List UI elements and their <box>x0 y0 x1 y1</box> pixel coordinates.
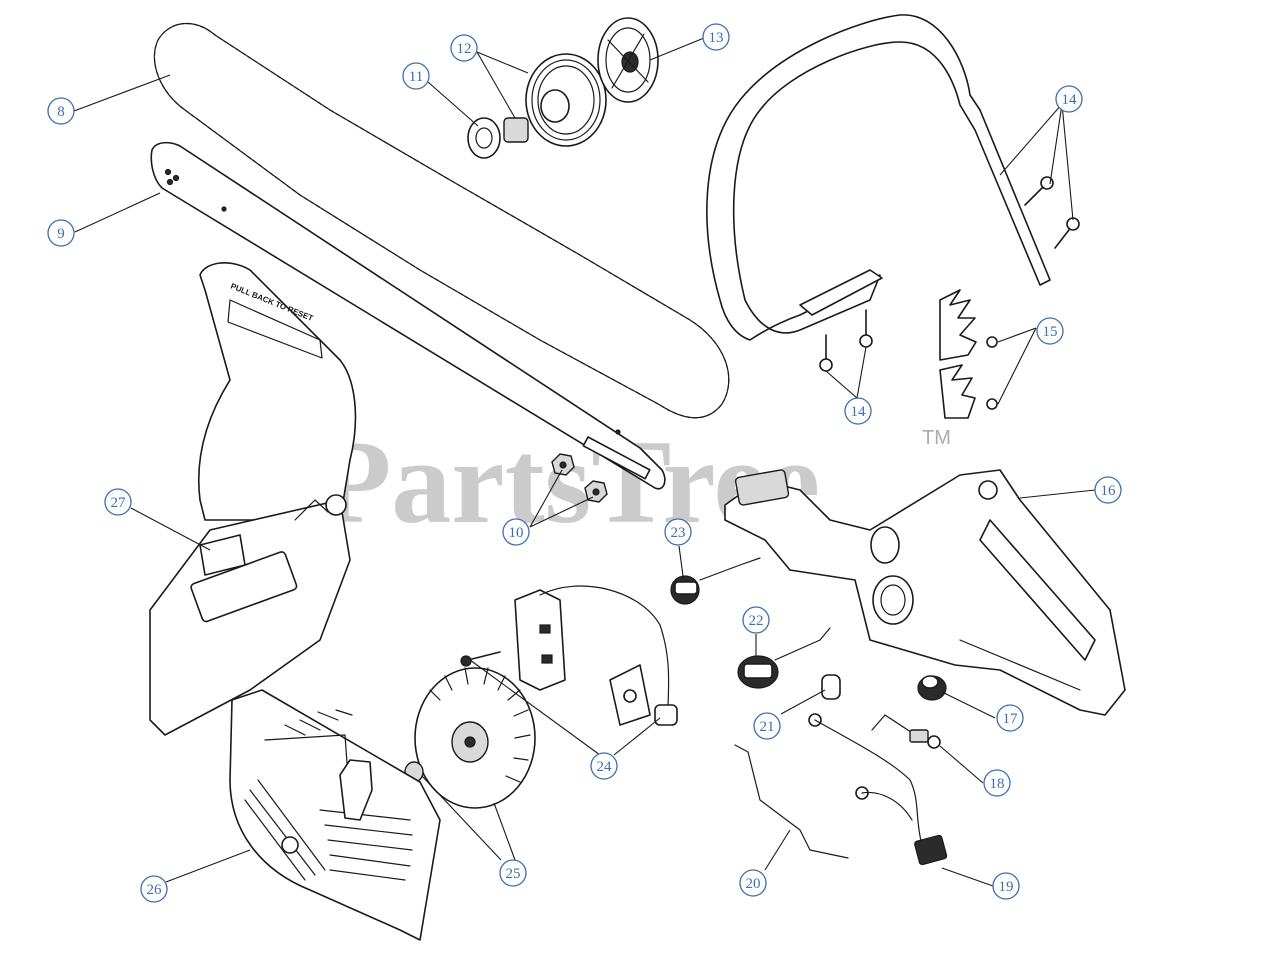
callout-label: 9 <box>57 226 65 242</box>
saw-chain <box>153 22 730 419</box>
callout-label: 23 <box>671 525 686 541</box>
watermark-trademark: TM <box>922 427 951 449</box>
callout-20: 20 <box>739 869 767 897</box>
callout-21: 21 <box>753 712 781 740</box>
callout-18: 18 <box>983 769 1011 797</box>
bumper-spike <box>939 289 998 419</box>
callout-13: 13 <box>702 23 730 51</box>
callout-label: 27 <box>111 495 127 511</box>
clutch <box>597 17 659 103</box>
bar-hole <box>615 429 621 435</box>
callout-label: 21 <box>760 719 775 735</box>
callout-label: 15 <box>1043 324 1058 340</box>
callout-19: 19 <box>992 872 1020 900</box>
callout-14-lower: 14 <box>844 397 872 425</box>
leader-lines <box>73 37 1096 887</box>
fuel-cap <box>737 627 831 689</box>
callout-label: 8 <box>57 104 65 120</box>
callout-label: 13 <box>709 30 724 46</box>
callout-25: 25 <box>499 859 527 887</box>
clutch-drum <box>503 53 607 147</box>
callout-label: 12 <box>457 41 472 57</box>
clutch-cover: PULL BACK TO RESET <box>149 262 357 736</box>
bar-slot <box>582 436 651 480</box>
ignition-module <box>460 585 678 726</box>
stop-switch-wire <box>871 714 941 749</box>
callout-16: 16 <box>1094 476 1122 504</box>
callout-8: 8 <box>47 97 75 125</box>
callout-label: 19 <box>999 879 1014 895</box>
callout-label: 20 <box>746 876 761 892</box>
callout-label: 22 <box>749 613 764 629</box>
callout-24: 24 <box>590 752 618 780</box>
bar-hole <box>166 178 174 186</box>
callout-10: 10 <box>502 518 530 546</box>
callout-label: 17 <box>1003 711 1019 727</box>
callout-label: 14 <box>851 404 867 420</box>
rear-handle-fuel-tank <box>724 469 1126 716</box>
clutch-washer <box>467 117 501 159</box>
callout-label: 11 <box>409 69 423 85</box>
callout-27: 27 <box>104 488 132 516</box>
callout-14-upper: 14 <box>1055 85 1083 113</box>
callout-26: 26 <box>140 875 168 903</box>
flywheel <box>404 667 536 809</box>
callout-12: 12 <box>450 34 478 62</box>
bar-nuts <box>551 453 608 503</box>
bar-hole <box>221 206 227 212</box>
starter-housing <box>229 689 441 941</box>
callout-11: 11 <box>402 62 430 90</box>
callout-label: 14 <box>1062 92 1078 108</box>
callout-label: 16 <box>1101 483 1117 499</box>
throttle-rod <box>734 744 849 859</box>
callout-label: 10 <box>509 525 524 541</box>
callout-15: 15 <box>1036 317 1064 345</box>
handle-screws <box>819 176 1080 372</box>
front-handle <box>706 14 1051 341</box>
callout-22: 22 <box>742 606 770 634</box>
callout-label: 26 <box>147 882 163 898</box>
callout-label: 18 <box>990 776 1005 792</box>
fuel-filter <box>821 674 841 700</box>
bar-hole <box>164 168 172 176</box>
callout-label: 24 <box>597 759 613 775</box>
callout-23: 23 <box>664 518 692 546</box>
primer-bulb <box>917 675 947 701</box>
oil-cap <box>670 557 761 605</box>
wiring-harness <box>808 713 948 866</box>
callout-9: 9 <box>47 219 75 247</box>
guide-bar <box>150 141 666 490</box>
bar-hole <box>172 174 180 182</box>
callout-17: 17 <box>996 704 1024 732</box>
callout-label: 25 <box>506 866 521 882</box>
